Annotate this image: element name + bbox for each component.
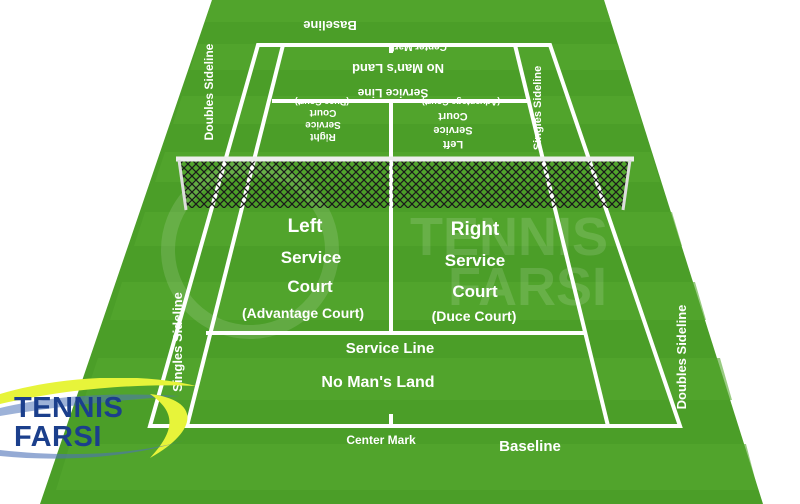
watermark-line1: TENNIS xyxy=(410,207,608,267)
left-court-far-label-1: Left xyxy=(443,138,464,150)
court-lines xyxy=(147,43,683,428)
doubles-court-outline xyxy=(147,43,683,428)
left-court-label-1: Left xyxy=(288,216,324,237)
logo-line1: TENNIS xyxy=(14,392,124,424)
singles-sideline-left-label: Singles Sideline xyxy=(170,292,185,392)
duce-court-far-label: (Duce Court) xyxy=(295,97,350,107)
left-court-far-label-2: Service xyxy=(433,124,472,136)
right-court-far-label-1: Right xyxy=(310,131,336,142)
right-court-far-label-3: Court xyxy=(309,107,336,118)
baseline-near-label: Baseline xyxy=(499,438,561,455)
singles-sideline-right-label: Singles Sideline xyxy=(532,66,544,150)
advantage-court-far-label: (Advantage Court) xyxy=(422,97,501,107)
baseline-far-label: Baseline xyxy=(303,18,356,33)
far-side-labels: Baseline Center Mark No Man's Land Servi… xyxy=(295,18,501,150)
right-court-label-2: Service xyxy=(445,251,506,270)
service-line-far-label: Service Line xyxy=(357,86,428,100)
right-court-far-label-2: Service xyxy=(305,119,341,130)
service-line-near-label: Service Line xyxy=(346,340,434,357)
right-court-label-1: Right xyxy=(451,219,500,240)
left-court-label-4: (Advantage Court) xyxy=(242,305,364,321)
left-service-court: Left Service Court (Advantage Court) xyxy=(242,216,364,321)
singles-sideline-left-line xyxy=(185,44,285,427)
right-court-label-3: Court xyxy=(452,282,498,301)
left-court-label-2: Service xyxy=(281,248,342,267)
right-service-court: Right Service Court (Duce Court) xyxy=(432,219,517,324)
left-court-far-label-3: Court xyxy=(438,110,468,122)
net xyxy=(176,156,634,211)
center-mark-near-label: Center Mark xyxy=(346,433,416,447)
logo-swoosh xyxy=(0,378,196,459)
tennis-farsi-logo: TENNIS FARSI xyxy=(0,378,200,462)
no-mans-land-near-label: No Man's Land xyxy=(321,374,434,391)
right-court-label-4: (Duce Court) xyxy=(432,308,517,324)
no-mans-land-far-label: No Man's Land xyxy=(352,61,444,76)
center-mark-far-label: Center Mark xyxy=(389,41,447,52)
doubles-sideline-left-label: Doubles Sideline xyxy=(202,43,216,140)
doubles-sideline-right-label: Doubles Sideline xyxy=(674,305,689,410)
left-court-label-3: Court xyxy=(287,277,333,296)
logo-line2: FARSI xyxy=(14,421,102,453)
singles-sideline-right-line xyxy=(513,44,610,427)
